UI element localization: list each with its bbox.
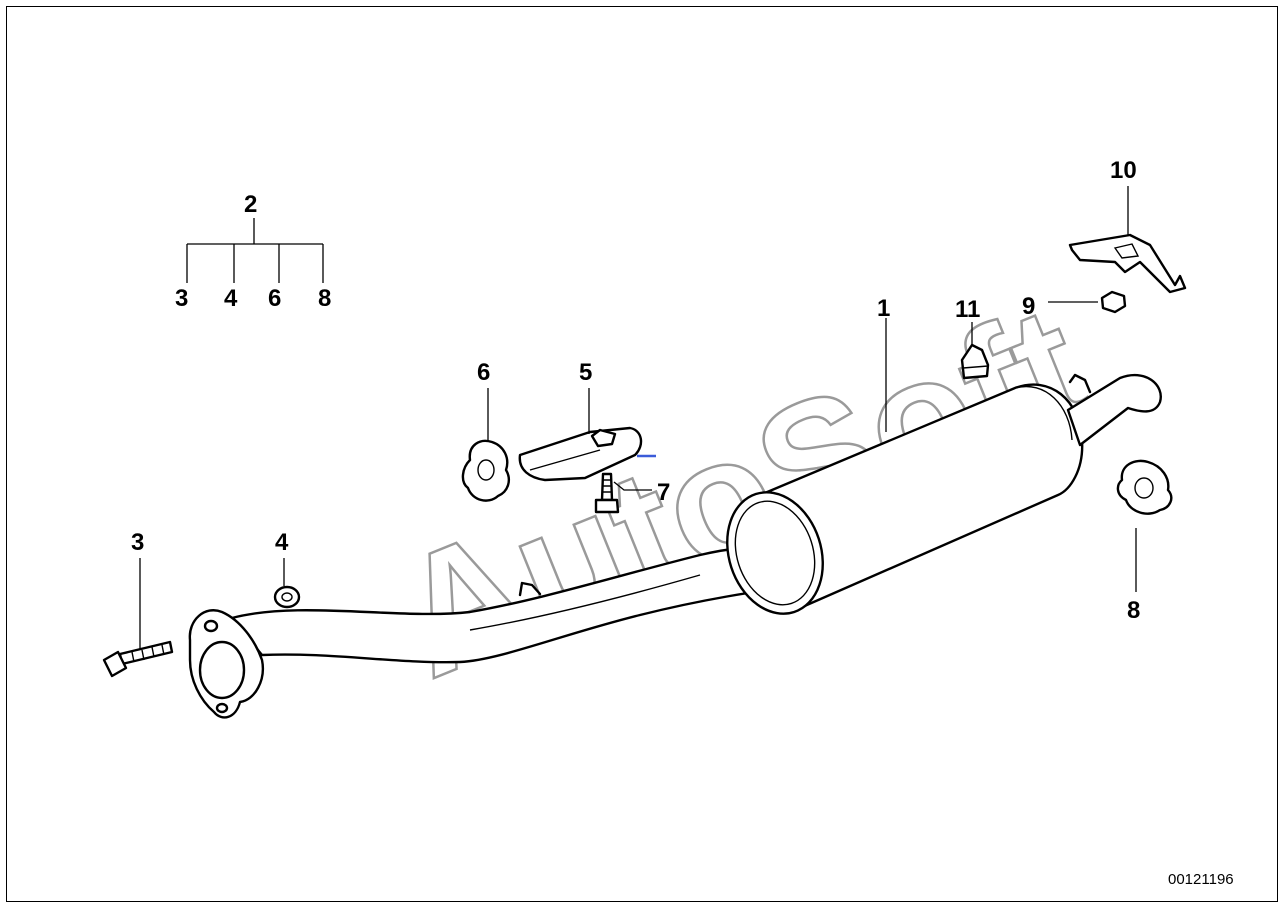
callout-8: 8 xyxy=(1127,597,1140,624)
hanger-bracket xyxy=(1068,233,1187,294)
screw xyxy=(594,472,620,514)
leader-lines xyxy=(139,186,1137,650)
flange-nut xyxy=(273,585,301,609)
callout-1: 1 xyxy=(877,295,890,322)
callout-7: 7 xyxy=(657,479,670,506)
callout-4: 4 xyxy=(275,529,289,556)
kit-tree xyxy=(186,218,324,283)
document-number: 00121196 xyxy=(1168,871,1234,888)
callout-3: 3 xyxy=(131,529,144,556)
rubber-mount-left xyxy=(461,439,510,502)
bracket xyxy=(518,426,643,482)
callout-10: 10 xyxy=(1110,157,1137,184)
kit-item-8: 8 xyxy=(318,285,331,312)
callout-6: 6 xyxy=(477,359,490,386)
callout-9: 9 xyxy=(1022,293,1035,320)
pipe-flange xyxy=(188,609,265,719)
muffler xyxy=(726,373,1162,615)
kit-item-4: 4 xyxy=(224,285,238,312)
hex-nut xyxy=(1100,290,1127,314)
callout-11: 11 xyxy=(955,296,980,323)
kit-label: 2 xyxy=(244,191,257,218)
callout-5: 5 xyxy=(579,359,592,386)
rubber-mount-right xyxy=(1116,459,1173,515)
kit-item-3: 3 xyxy=(175,285,188,312)
kit-item-6: 6 xyxy=(268,285,281,312)
bolt xyxy=(102,640,174,678)
